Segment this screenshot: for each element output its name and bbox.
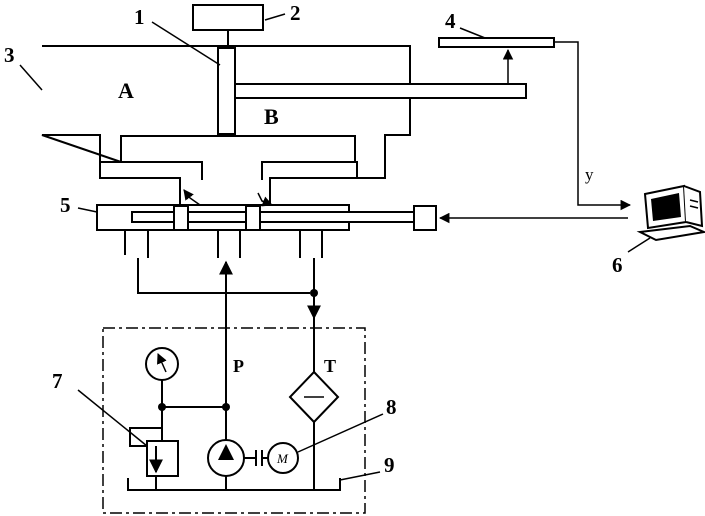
leader-2 bbox=[265, 14, 285, 20]
label-6: 6 bbox=[612, 253, 623, 277]
leader-7 bbox=[78, 390, 147, 446]
motor-label: M bbox=[276, 451, 289, 466]
valve-actuator bbox=[414, 206, 436, 230]
valve-ports bbox=[125, 230, 322, 293]
label-7: 7 bbox=[52, 369, 63, 393]
port-arrow-a bbox=[184, 190, 200, 205]
component-2-block bbox=[193, 5, 263, 30]
leader-9 bbox=[340, 472, 380, 480]
spool-land-2 bbox=[246, 206, 260, 230]
label-4: 4 bbox=[445, 9, 456, 33]
pressure-label: P bbox=[233, 356, 244, 376]
label-1: 1 bbox=[134, 5, 145, 29]
signal-label: y bbox=[585, 165, 594, 184]
relief-valve bbox=[147, 441, 178, 476]
chamber-b-label: B bbox=[264, 104, 279, 129]
leader-6 bbox=[628, 238, 650, 252]
leader-5 bbox=[78, 208, 97, 212]
label-5: 5 bbox=[60, 193, 71, 217]
leader-3 bbox=[20, 65, 42, 90]
leader-4 bbox=[460, 28, 485, 38]
label-3: 3 bbox=[4, 43, 15, 67]
feedback-rod bbox=[235, 84, 526, 98]
spool-land-1 bbox=[174, 206, 188, 230]
piston-rod bbox=[218, 48, 235, 134]
cylinder-lower-chamber bbox=[100, 135, 385, 205]
computer-icon bbox=[640, 186, 704, 240]
chamber-a-label: A bbox=[118, 78, 134, 103]
tank bbox=[128, 478, 340, 490]
tank-label: T bbox=[324, 356, 336, 376]
label-8: 8 bbox=[386, 395, 397, 419]
junction-pump bbox=[222, 403, 230, 411]
label-9: 9 bbox=[384, 453, 395, 477]
sensor-4 bbox=[439, 38, 554, 47]
label-2: 2 bbox=[290, 1, 301, 25]
